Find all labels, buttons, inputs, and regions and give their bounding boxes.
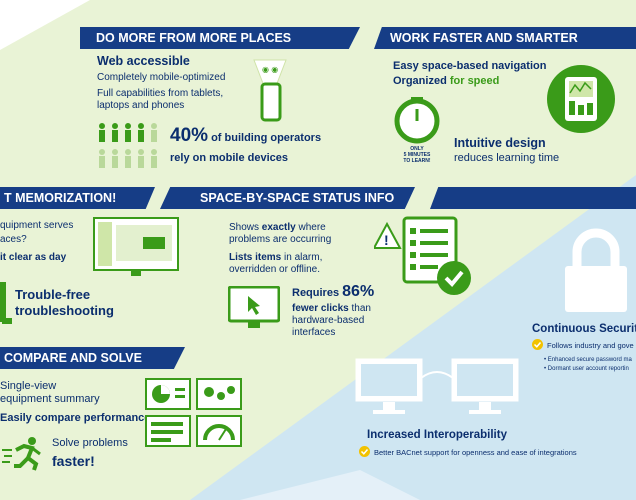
trouble-line1: Trouble-free bbox=[15, 287, 91, 302]
running-person-icon bbox=[2, 437, 41, 471]
solve-line1: Solve problems bbox=[52, 437, 128, 449]
clicks-line4: interfaces bbox=[292, 327, 336, 338]
check-circle-icon bbox=[359, 446, 370, 457]
dashboard-tablet-icon bbox=[547, 65, 615, 133]
clicks-line2: fewer clicks than bbox=[292, 303, 371, 314]
interop-title: Increased Interoperability bbox=[367, 429, 507, 441]
banner-more-places: DO MORE FROM MORE PLACES bbox=[80, 27, 360, 49]
compare-line3: Easily compare performance bbox=[0, 412, 151, 424]
memo-line3: it clear as day bbox=[0, 252, 67, 263]
web-line2: Full capabilities from tablets, bbox=[97, 88, 224, 99]
security-line1: Follows industry and gove bbox=[547, 341, 634, 350]
floorplan-monitor-icon bbox=[93, 217, 179, 276]
status-line3: Lists items in alarm, bbox=[229, 252, 323, 263]
check-circle-icon bbox=[532, 339, 543, 350]
svg-text:!: ! bbox=[384, 232, 389, 248]
networked-computers-icon bbox=[355, 358, 519, 414]
mobile-phone-icon: ◉ ◉ bbox=[253, 59, 287, 122]
mobile-stat-line2: rely on mobile devices bbox=[170, 152, 288, 164]
compare-line1: Single-view bbox=[0, 380, 57, 392]
trouble-line2: troubleshooting bbox=[15, 303, 114, 318]
web-title: Web accessible bbox=[97, 54, 190, 68]
interop-line1: Better BACnet support for openness and e… bbox=[374, 448, 577, 457]
mobile-stat: 40% of building operators bbox=[170, 125, 322, 146]
stopwatch-icon bbox=[394, 97, 440, 144]
people-icon bbox=[99, 123, 157, 168]
status-line4: overridden or offline. bbox=[229, 264, 320, 275]
organized-text: Organized for speed bbox=[393, 75, 500, 87]
cursor-monitor-icon bbox=[228, 286, 280, 328]
clicks-stat: Requires 86% bbox=[292, 283, 375, 300]
web-line3: laptops and phones bbox=[97, 100, 185, 111]
compare-line2: equipment summary bbox=[0, 393, 100, 405]
dashboard-tiles-icon bbox=[145, 378, 242, 447]
nav-text: Easy space-based navigation bbox=[393, 60, 547, 72]
banner-status-info: SPACE-BY-SPACE STATUS INFO bbox=[160, 187, 415, 209]
design-title: Intuitive design bbox=[454, 136, 546, 150]
svg-text:◉ ◉: ◉ ◉ bbox=[262, 65, 278, 74]
timer-caption: ONLY 5 MINUTES TO LEARN! bbox=[403, 146, 431, 164]
status-line2: problems are occurring bbox=[229, 234, 332, 245]
security-title: Continuous Security bbox=[532, 323, 636, 335]
security-bullet1: • Enhanced secure password ma bbox=[544, 357, 632, 363]
memo-line2: aces? bbox=[0, 234, 27, 245]
magnifier-icon bbox=[0, 282, 12, 324]
banner-memorization: T MEMORIZATION! bbox=[0, 187, 155, 209]
padlock-icon bbox=[565, 228, 627, 312]
banner-faster-smarter: WORK FASTER AND SMARTER bbox=[374, 27, 636, 49]
design-text: reduces learning time bbox=[454, 152, 560, 164]
status-line1: Shows exactly where bbox=[229, 222, 326, 233]
checklist-icon: ! bbox=[374, 216, 471, 295]
banner-compare-solve: COMPARE AND SOLVE bbox=[0, 347, 185, 369]
security-bullet2: • Dormant user account reportin bbox=[544, 366, 629, 372]
banner-status-tail bbox=[430, 187, 636, 209]
memo-line1: quipment serves bbox=[0, 220, 74, 231]
clicks-line3: hardware-based bbox=[292, 315, 365, 326]
web-line1: Completely mobile-optimized bbox=[97, 72, 226, 83]
solve-line2: faster! bbox=[52, 453, 95, 469]
